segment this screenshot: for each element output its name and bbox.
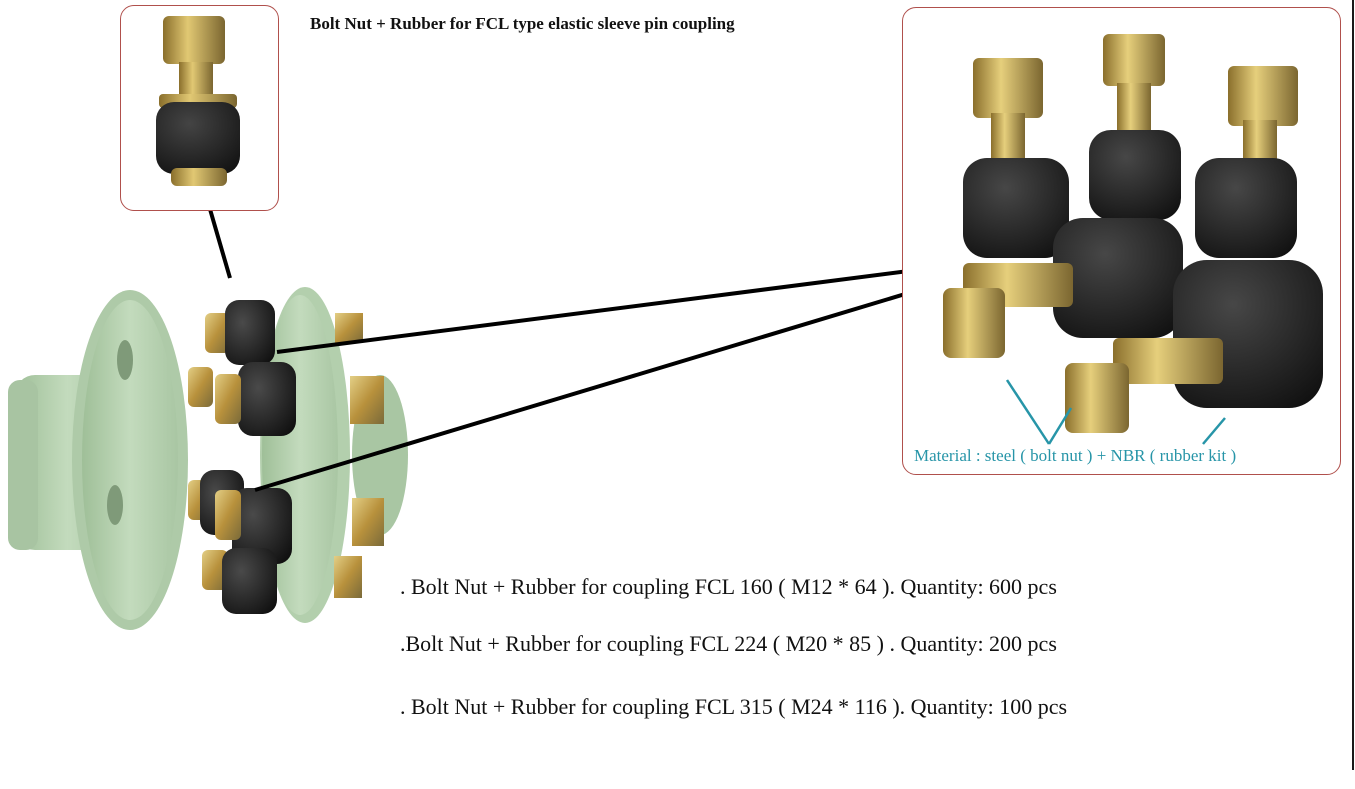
bolt-group-image — [943, 34, 1323, 445]
material-caption: Material : steel ( bolt nut ) + NBR ( ru… — [914, 446, 1237, 465]
right-border-line — [1352, 0, 1354, 770]
left-flange — [8, 290, 188, 630]
single-bolt-photo — [120, 5, 279, 211]
single-bolt-image — [156, 16, 240, 186]
spec-line-fcl-224: .Bolt Nut + Rubber for coupling FCL 224 … — [400, 631, 1057, 656]
bolt-group-photo — [902, 7, 1341, 475]
pin-group — [188, 300, 384, 614]
spec-line-fcl-160: . Bolt Nut + Rubber for coupling FCL 160… — [400, 574, 1057, 599]
page-title: Bolt Nut + Rubber for FCL type elastic s… — [310, 14, 735, 33]
spec-line-fcl-315: . Bolt Nut + Rubber for coupling FCL 315… — [400, 694, 1068, 719]
